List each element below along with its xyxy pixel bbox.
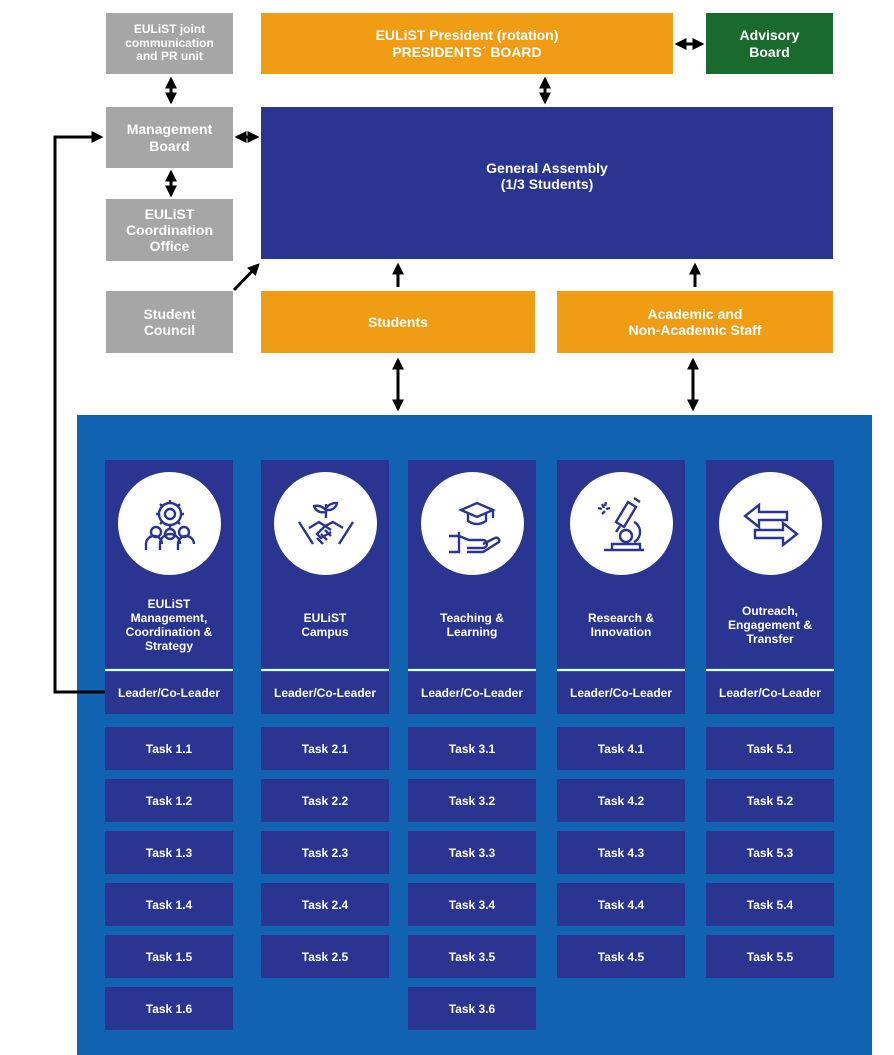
coordination-office-box: EULiST Coordination Office (106, 199, 233, 261)
staff-box: Academic and Non-Academic Staff (557, 291, 833, 353)
wp-title: EULiST Management, Coordination & Strate… (125, 597, 213, 653)
task-box: Task 1.5 (105, 935, 233, 978)
management-board-box: Management Board (106, 107, 233, 168)
wp-column-5: Outreach, Engagement & Transfer (706, 460, 834, 668)
wp-column-2: EULiST Campus (261, 460, 389, 668)
task-box: Task 1.1 (105, 727, 233, 770)
task-box: Task 4.4 (557, 883, 685, 926)
task-box: Task 1.2 (105, 779, 233, 822)
task-box: Task 4.5 (557, 935, 685, 978)
wp-title: Outreach, Engagement & Transfer (727, 604, 812, 646)
wp-divider (706, 669, 834, 671)
team-gear-icon (118, 472, 221, 575)
task-box: Task 3.3 (408, 831, 536, 874)
wp-divider (557, 669, 685, 671)
task-box: Task 4.1 (557, 727, 685, 770)
task-box: Task 3.4 (408, 883, 536, 926)
task-box: Task 5.5 (706, 935, 834, 978)
wp-title: Research & Innovation (587, 611, 655, 639)
task-box: Task 3.2 (408, 779, 536, 822)
wp-divider (261, 669, 389, 671)
wp-column-4: Research & Innovation (557, 460, 685, 668)
task-box: Task 2.3 (261, 831, 389, 874)
wp-title: Teaching & Learning (440, 611, 504, 639)
pr-unit-box: EULiST joint communication and PR unit (106, 13, 233, 74)
wp-leader-label: Leader/Co-Leader (105, 672, 233, 714)
task-box: Task 2.1 (261, 727, 389, 770)
task-box: Task 2.5 (261, 935, 389, 978)
wp-column-1: EULiST Management, Coordination & Strate… (105, 460, 233, 668)
handshake-plant-icon (274, 472, 377, 575)
task-box: Task 5.1 (706, 727, 834, 770)
general-assembly-box: General Assembly (1/3 Students) (261, 107, 833, 259)
wp-divider (408, 669, 536, 671)
task-box: Task 2.4 (261, 883, 389, 926)
task-box: Task 3.5 (408, 935, 536, 978)
wp-column-3: Teaching & Learning (408, 460, 536, 668)
task-box: Task 5.3 (706, 831, 834, 874)
student-council-box: Student Council (106, 291, 233, 353)
wp-leader-label: Leader/Co-Leader (557, 672, 685, 714)
advisory-board-box: Advisory Board (706, 13, 833, 74)
council-assembly-arrow (232, 263, 260, 292)
microscope-icon (570, 472, 673, 575)
wp-leader-label: Leader/Co-Leader (408, 672, 536, 714)
task-box: Task 1.3 (105, 831, 233, 874)
task-box: Task 5.2 (706, 779, 834, 822)
wp-title: EULiST Campus (301, 611, 349, 639)
wp-leader-label: Leader/Co-Leader (261, 672, 389, 714)
presidents-board-box: EULiST President (rotation) PRESIDENTS´ … (261, 13, 673, 74)
graduation-hand-icon (421, 472, 524, 575)
task-box: Task 4.2 (557, 779, 685, 822)
students-box: Students (261, 291, 535, 353)
leader-management-arrow (53, 131, 105, 694)
task-box: Task 3.1 (408, 727, 536, 770)
task-box: Task 2.2 (261, 779, 389, 822)
exchange-arrows-icon (719, 472, 822, 575)
task-box: Task 5.4 (706, 883, 834, 926)
wp-leader-label: Leader/Co-Leader (706, 672, 834, 714)
task-box: Task 3.6 (408, 987, 536, 1030)
task-box: Task 4.3 (557, 831, 685, 874)
task-box: Task 1.6 (105, 987, 233, 1030)
wp-divider (105, 669, 233, 671)
task-box: Task 1.4 (105, 883, 233, 926)
